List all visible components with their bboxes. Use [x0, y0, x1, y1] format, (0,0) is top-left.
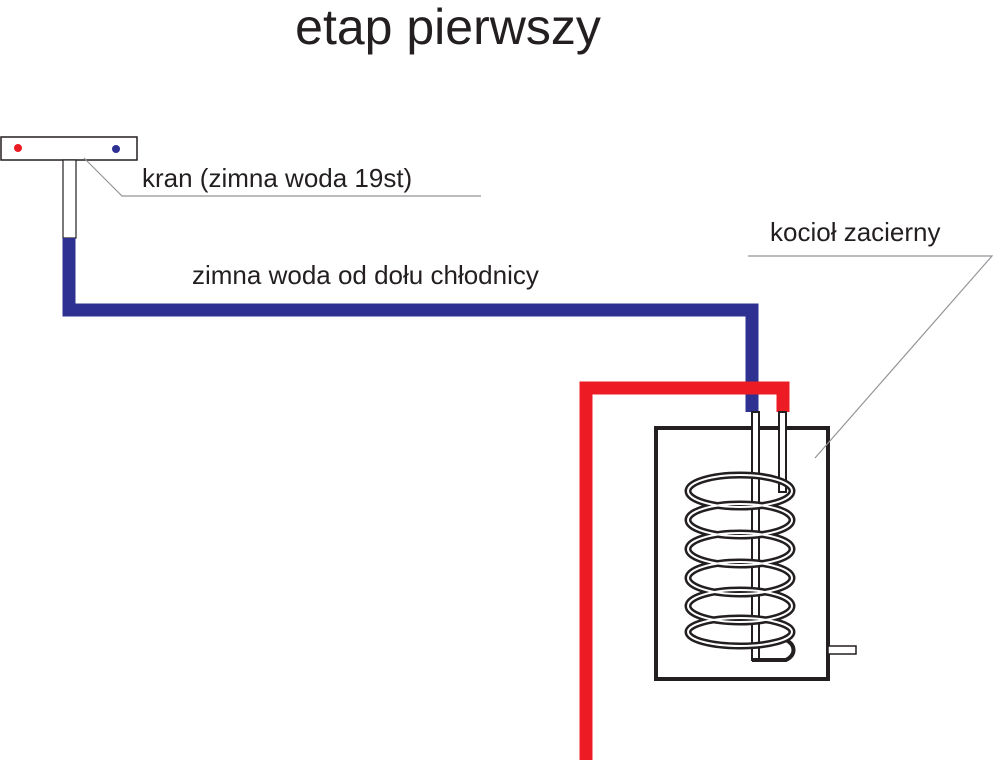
hot-dot-icon — [14, 144, 22, 152]
cold-water-pipe — [62, 238, 759, 412]
boiler-drain-valve — [827, 645, 857, 655]
hot-water-pipe — [579, 381, 790, 760]
tap — [0, 136, 138, 239]
coil-bottom-connector — [752, 638, 796, 662]
tap-spout — [62, 159, 77, 239]
boiler-tank — [654, 426, 830, 681]
diagram-title: etap pierwszy — [295, 0, 601, 55]
cold-pipe-label: zimna woda od dołu chłodnicy — [192, 260, 539, 290]
tap-label: kran (zimna woda 19st) — [142, 163, 412, 193]
coil-outlet-tube — [778, 411, 787, 493]
cold-dot-icon — [112, 145, 120, 153]
tap-leader-line — [83, 157, 481, 197]
mash-boiler — [654, 426, 857, 681]
boiler-leader-line — [748, 255, 994, 459]
coil-highlights — [687, 474, 793, 647]
boiler-label: kocioł zacierny — [770, 217, 941, 247]
